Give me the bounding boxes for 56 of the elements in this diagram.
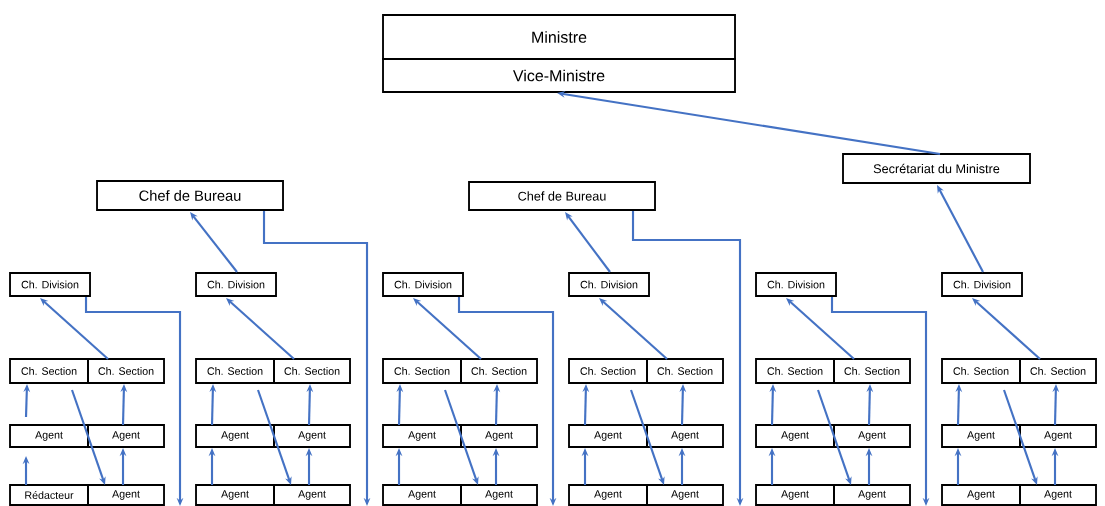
position-box: Agent	[9, 424, 89, 448]
position-box: Agent	[460, 484, 538, 506]
arrow	[599, 298, 668, 360]
position-box: Ch. Section	[1019, 358, 1097, 384]
position-box: Agent	[460, 424, 538, 448]
position-box: Agent	[833, 484, 911, 506]
position-box: Agent	[273, 424, 351, 448]
position-box: Secrétariat du Ministre	[842, 153, 1031, 184]
position-box: Agent	[568, 484, 648, 506]
arrow	[786, 298, 855, 360]
position-box: Ch. Section	[941, 358, 1021, 384]
position-box: Ch. Division	[195, 272, 277, 297]
arrow	[972, 298, 1041, 360]
position-box: Agent	[195, 484, 275, 506]
position-box: Vice-Ministre	[382, 58, 736, 93]
arrow	[413, 298, 482, 360]
position-box: Agent	[382, 424, 462, 448]
position-box: Agent	[87, 424, 165, 448]
position-box: Ch. Section	[460, 358, 538, 384]
position-box: Ministre	[382, 14, 736, 60]
position-box: Chef de Bureau	[468, 181, 656, 211]
position-box: Ch. Section	[273, 358, 351, 384]
position-box: Agent	[941, 484, 1021, 506]
arrow	[565, 212, 611, 273]
position-box: Agent	[1019, 484, 1097, 506]
position-box: Ch. Section	[568, 358, 648, 384]
position-box: Agent	[646, 484, 724, 506]
arrow	[190, 212, 238, 273]
position-box: Agent	[941, 424, 1021, 448]
arrow	[937, 185, 984, 273]
position-box: Ch. Division	[382, 272, 464, 297]
position-box: Ch. Division	[568, 272, 650, 297]
position-box: Ch. Division	[941, 272, 1023, 297]
position-box: Ch. Section	[755, 358, 835, 384]
position-box: Ch. Section	[382, 358, 462, 384]
position-box: Agent	[833, 424, 911, 448]
position-box: Agent	[273, 484, 351, 506]
position-box: Agent	[1019, 424, 1097, 448]
position-box: Agent	[646, 424, 724, 448]
position-box: Ch. Section	[87, 358, 165, 384]
position-box: Agent	[195, 424, 275, 448]
position-box: Ch. Section	[195, 358, 275, 384]
position-box: Rédacteur	[9, 484, 89, 506]
position-box: Ch. Division	[755, 272, 837, 297]
position-box: Ch. Section	[646, 358, 724, 384]
position-box: Chef de Bureau	[96, 180, 284, 211]
position-box: Agent	[382, 484, 462, 506]
position-box: Agent	[87, 484, 165, 506]
arrow	[40, 298, 109, 360]
arrow	[226, 298, 295, 360]
position-box: Ch. Section	[9, 358, 89, 384]
position-box: Agent	[755, 484, 835, 506]
position-box: Agent	[568, 424, 648, 448]
position-box: Ch. Section	[833, 358, 911, 384]
position-box: Agent	[755, 424, 835, 448]
position-box: Ch. Division	[9, 272, 91, 297]
